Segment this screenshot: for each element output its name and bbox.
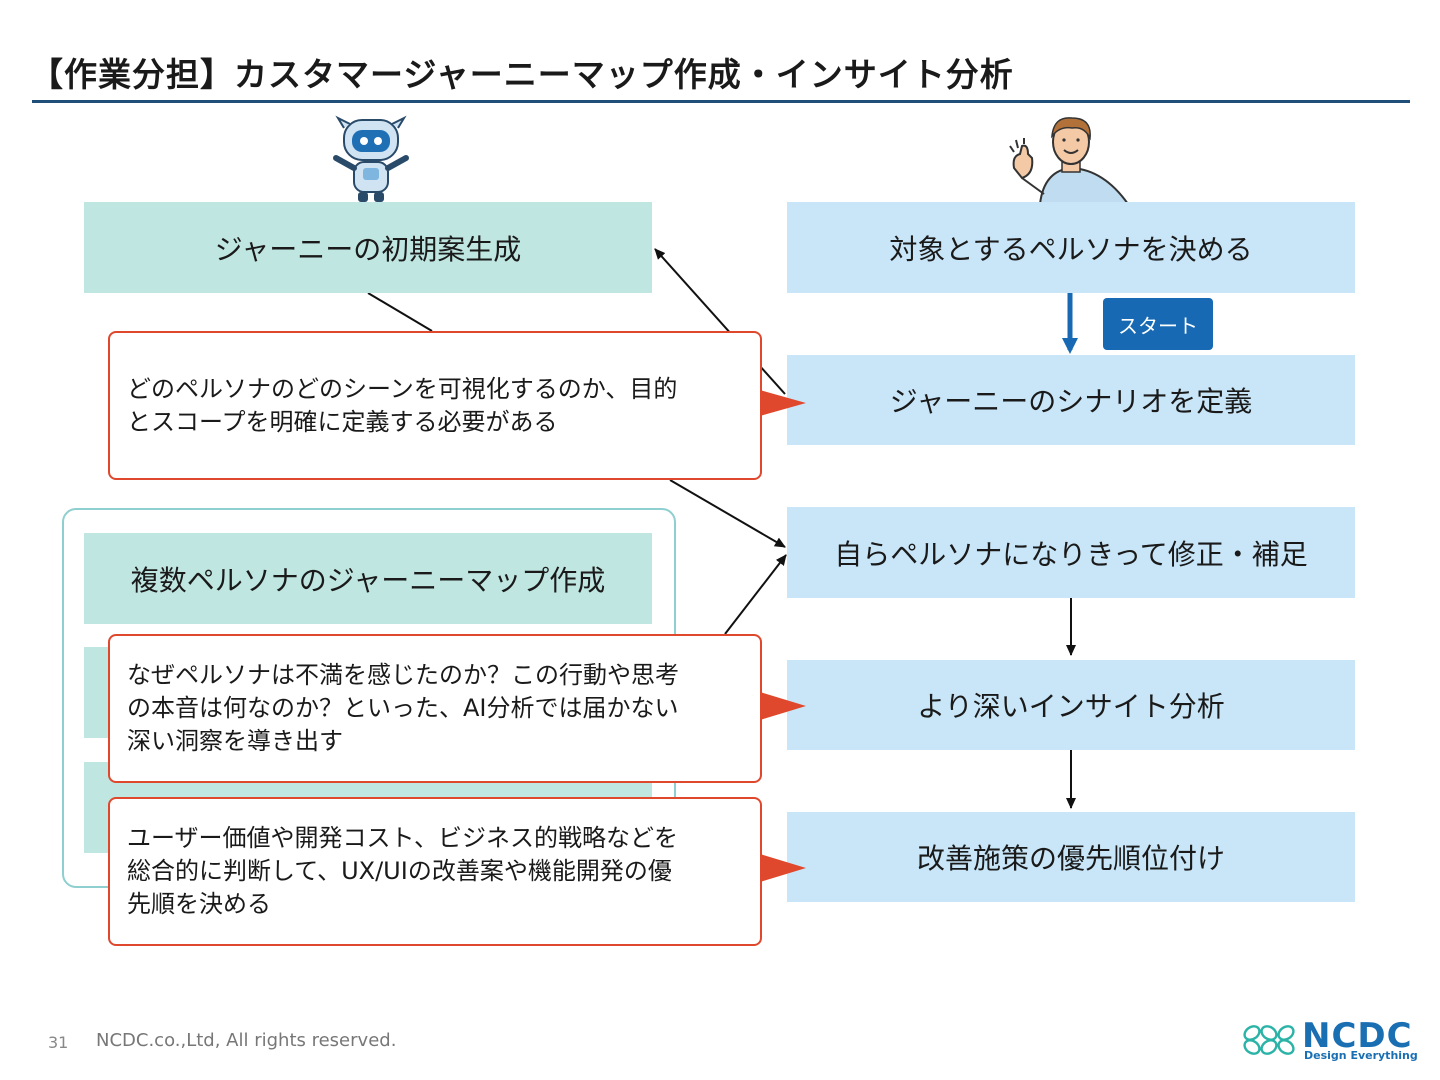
copyright-text: NCDC.co.,Ltd, All rights reserved. bbox=[96, 1030, 397, 1051]
arrow-to-refine bbox=[669, 479, 786, 548]
step-insight-analysis: より深いインサイト分析 bbox=[787, 660, 1355, 750]
pointer-triangle bbox=[760, 390, 806, 416]
step-refine-as-persona: 自らペルソナになりきって修正・補足 bbox=[787, 507, 1355, 598]
connector-initial-down bbox=[367, 292, 433, 332]
initial-draft-box: ジャーニーの初期案生成 bbox=[84, 202, 652, 293]
ncdc-logo-mark-icon bbox=[1243, 1025, 1295, 1055]
logo-tagline: Design Everything bbox=[1304, 1049, 1418, 1062]
callout-line: どのペルソナのどのシーンを可視化するのか、目的 bbox=[127, 374, 678, 403]
step-prioritize: 改善施策の優先順位付け bbox=[787, 812, 1355, 902]
step-decide-persona: 対象とするペルソナを決める bbox=[787, 202, 1355, 293]
person-thumbs-up-icon bbox=[1009, 117, 1130, 204]
page-title: 【作業分担】カスタマージャーニーマップ作成・インサイト分析 bbox=[30, 55, 1014, 94]
arrow-scenario-to-initial bbox=[654, 248, 786, 395]
callout-priority: ユーザー価値や開発コスト、ビジネス的戦略などを 総合的に判断して、UX/UIの改… bbox=[108, 797, 762, 946]
callout-line: 先順を決める bbox=[127, 890, 271, 918]
arrow-multi-to-refine bbox=[724, 554, 787, 635]
title-underline bbox=[32, 100, 1410, 103]
callout-line: ユーザー価値や開発コスト、ビジネス的戦略などを bbox=[127, 824, 679, 852]
step-define-scenario: ジャーニーのシナリオを定義 bbox=[787, 355, 1355, 445]
pointer-triangle bbox=[760, 692, 806, 720]
pointer-triangle bbox=[760, 854, 806, 882]
page-number: 31 bbox=[48, 1033, 69, 1052]
callout-line: 総合的に判断して、UX/UIの改善案や機能開発の優 bbox=[127, 857, 672, 885]
multi-persona-box: 複数ペルソナのジャーニーマップ作成 bbox=[84, 533, 652, 624]
callout-scope: どのペルソナのどのシーンを可視化するのか、目的 とスコープを明確に定義する必要が… bbox=[108, 331, 762, 480]
callout-line: の本音は何なのか？といった、AI分析では届かない bbox=[127, 694, 679, 722]
callout-line: とスコープを明確に定義する必要がある bbox=[127, 407, 558, 436]
logo-wordmark: NCDC bbox=[1302, 1016, 1413, 1056]
robot-icon bbox=[333, 115, 409, 202]
callout-line: なぜペルソナは不満を感じたのか？この行動や思考 bbox=[127, 661, 679, 689]
callout-line: 深い洞察を導き出す bbox=[127, 727, 343, 755]
start-badge: スタート bbox=[1103, 298, 1213, 350]
